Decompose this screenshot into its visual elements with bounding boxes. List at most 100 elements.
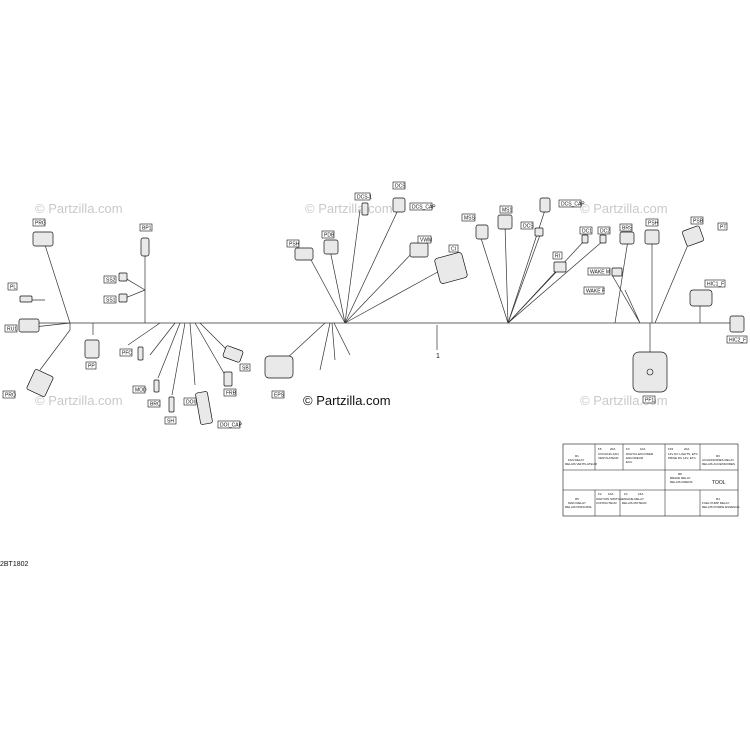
label-pl: PL	[7, 282, 18, 291]
connector-ri	[553, 261, 567, 273]
branch-psb	[654, 239, 691, 324]
connector-eps	[264, 355, 294, 379]
label-ci: CI	[448, 244, 459, 253]
svg-text:WAKE M: WAKE M	[590, 270, 610, 276]
label-ru1: RU1	[4, 324, 18, 333]
svg-text:R3: R3	[716, 454, 720, 458]
branch-sh	[171, 322, 186, 396]
svg-text:ACCESSORIES RELAY: ACCESSORIES RELAY	[702, 458, 734, 462]
branch-psh	[309, 257, 346, 324]
svg-text:VENTILATEUR: VENTILATEUR	[598, 456, 619, 460]
branch-vwm	[344, 249, 416, 324]
label-dc2: DC2	[597, 226, 611, 235]
connector-dc2	[599, 234, 607, 244]
svg-text:SH: SH	[167, 419, 174, 425]
connector-mss	[475, 224, 489, 240]
connector-psh-right	[644, 229, 660, 245]
connector-pp	[84, 339, 100, 359]
label-eps: EPS	[271, 390, 285, 399]
connector-hic2	[729, 315, 745, 333]
svg-text:20A: 20A	[610, 447, 615, 451]
branch-dc1	[507, 239, 586, 324]
svg-text:SS2: SS2	[106, 278, 116, 284]
branch-dcs	[344, 209, 399, 324]
label-ss1: SS1	[103, 295, 117, 304]
svg-text:20A: 20A	[684, 447, 689, 451]
svg-text:RELAIS FREINS: RELAIS FREINS	[670, 480, 693, 484]
label-psh-right: PSH	[645, 218, 659, 227]
connector-pl	[19, 295, 33, 303]
tool-label: TOOL	[712, 480, 726, 486]
label-doi: DOI	[183, 397, 197, 406]
label-psb: PSB	[690, 216, 704, 225]
svg-text:R5: R5	[575, 497, 579, 501]
connector-dcs	[392, 197, 406, 213]
branch-mss	[479, 234, 509, 324]
svg-text:PDB: PDB	[324, 233, 335, 239]
svg-text:MS1: MS1	[502, 208, 513, 214]
relay-r3: R3 ACCESSORIES RELAY RELAIS ACCESSOIRES	[702, 454, 735, 466]
svg-text:PSH: PSH	[289, 242, 300, 248]
label-brs: BRS	[619, 223, 633, 232]
svg-text:DCS: DCS	[523, 224, 534, 230]
svg-text:PF1: PF1	[645, 398, 654, 404]
svg-text:WAKE F: WAKE F	[586, 289, 605, 295]
svg-text:RELAIS POMPE ESSENCE: RELAIS POMPE ESSENCE	[702, 505, 740, 509]
part-callout-number: 1	[436, 353, 440, 360]
label-pro: PRO	[2, 390, 16, 399]
branch-wake	[611, 274, 641, 324]
label-pt: PT	[717, 222, 728, 231]
svg-text:VWM: VWM	[420, 238, 432, 244]
label-dcs: DCS	[392, 181, 406, 190]
branch-doi	[189, 322, 196, 386]
connector-frb	[223, 371, 233, 387]
connector-brc	[153, 379, 160, 393]
connector-dcs-right	[539, 197, 551, 213]
svg-text:DCS_CAP: DCS_CAP	[412, 205, 436, 211]
svg-text:RU1: RU1	[7, 327, 17, 333]
branch-dc	[507, 234, 541, 324]
svg-text:FRB: FRB	[226, 391, 237, 397]
label-ri: RI	[552, 251, 563, 260]
svg-text:F2: F2	[598, 492, 602, 496]
svg-text:FUEL PUMP RELAY: FUEL PUMP RELAY	[702, 501, 729, 505]
watermark: © Partzilla.com	[580, 201, 668, 216]
watermark: © Partzilla.com	[305, 201, 393, 216]
svg-text:DOI_CAP: DOI_CAP	[220, 423, 243, 429]
label-dcs-right: DCS	[520, 221, 534, 230]
fuse-box-center-mark	[646, 368, 654, 376]
label-doi-cap: DOI_CAP	[217, 420, 243, 429]
label-wake-m: WAKE M	[587, 267, 611, 276]
branch-brs	[614, 239, 629, 324]
fuse-f5: F5 20A COOLING FAN VENTILATEUR	[598, 447, 619, 460]
relay-r5: R5 MAIN RELAY RELAIS PRINCIPAL	[565, 497, 592, 509]
branch-terminals	[319, 322, 351, 371]
connector-pdb	[323, 239, 339, 255]
svg-text:R1: R1	[575, 454, 579, 458]
svg-text:EPS: EPS	[274, 393, 285, 399]
connector-dc	[534, 227, 544, 237]
svg-text:F5: F5	[598, 447, 602, 451]
label-dcs-cap: DCS_CAP	[409, 202, 436, 211]
svg-text:PFC: PFC	[122, 351, 132, 357]
svg-text:BRS: BRS	[622, 226, 633, 232]
label-mss: MSS	[461, 213, 476, 222]
svg-text:MAIN RELAY: MAIN RELAY	[568, 501, 586, 505]
svg-text:IGNITION SWITCH: IGNITION SWITCH	[596, 497, 622, 501]
connector-psh-left	[294, 247, 314, 261]
svg-text:F15: F15	[668, 447, 674, 451]
connector-wake-m	[611, 267, 623, 277]
label-sb: SB	[239, 363, 251, 372]
svg-text:R8: R8	[678, 472, 682, 476]
svg-text:BRC: BRC	[150, 402, 161, 408]
connector-pro	[26, 369, 54, 397]
svg-text:R4: R4	[716, 497, 720, 501]
label-sh: SH	[164, 416, 177, 425]
label-dcs-1: DCS-1	[354, 192, 372, 201]
branch-prg	[44, 244, 71, 324]
fuse-f15: F15 20A 12V DC LIGHTS, ETC PRISE DC 12V,…	[668, 447, 699, 460]
fuse-box-pf1	[632, 351, 668, 393]
branch-brc	[157, 322, 181, 379]
svg-text:PP: PP	[88, 364, 95, 370]
svg-text:F3: F3	[626, 447, 630, 451]
